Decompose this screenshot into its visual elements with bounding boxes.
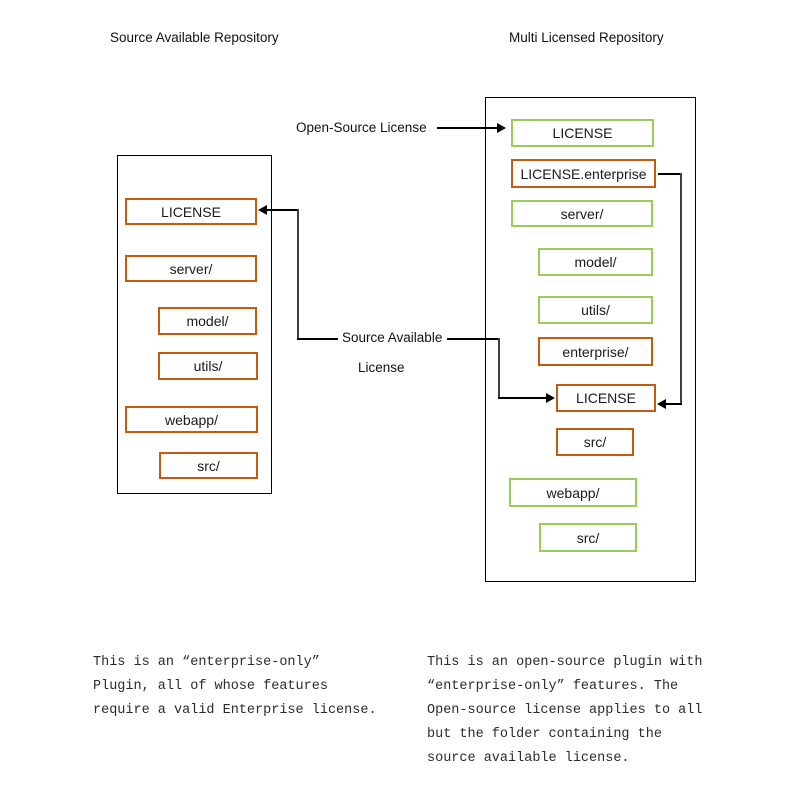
source-available-line-seg3	[297, 338, 338, 340]
source-available-label-line1: Source Available	[342, 330, 443, 345]
right-folder-model: model/	[538, 248, 653, 276]
right-note-line: Open-source license applies to all	[427, 703, 703, 718]
left-folder-src: src/	[159, 452, 258, 479]
right-folder-src-enterprise: src/	[556, 428, 634, 456]
left-repo-outline	[117, 155, 272, 494]
right-file-license-enterprise: LICENSE.enterprise	[511, 159, 656, 188]
right-note-line: but the folder containing the	[427, 727, 662, 742]
left-note-line: This is an “enterprise-only”	[93, 655, 320, 670]
right-file-license-sourceavailable: LICENSE	[556, 384, 656, 412]
arrowhead-right-icon	[546, 393, 555, 403]
right-note: This is an open-source plugin with “ente…	[427, 651, 702, 771]
right-note-line: “enterprise-only” features. The	[427, 679, 679, 694]
enterprise-line-seg1	[658, 173, 682, 175]
right-note-line: source available license.	[427, 751, 630, 766]
left-note: This is an “enterprise-only” Plugin, all…	[93, 651, 377, 723]
open-source-arrow-line	[437, 127, 498, 129]
arrowhead-left-icon	[258, 205, 267, 215]
arrowhead-left-icon	[657, 399, 666, 409]
left-note-line: require a valid Enterprise license.	[93, 703, 377, 718]
source-available-label-line2: License	[358, 360, 405, 375]
left-file-license: LICENSE	[125, 198, 257, 225]
left-note-line: Plugin, all of whose features	[93, 679, 328, 694]
right-folder-server: server/	[511, 200, 653, 227]
enterprise-line-seg3	[666, 403, 682, 405]
right-folder-webapp: webapp/	[509, 478, 637, 507]
source-available-line-seg1	[267, 209, 299, 211]
open-source-license-label: Open-Source License	[296, 120, 427, 135]
source-available-line-seg2	[297, 209, 299, 340]
enterprise-line-seg2	[680, 173, 682, 405]
source-available-line-seg6	[498, 397, 547, 399]
left-folder-utils: utils/	[158, 352, 258, 380]
right-folder-enterprise: enterprise/	[538, 337, 653, 366]
left-folder-model: model/	[158, 307, 257, 335]
left-repo-title: Source Available Repository	[110, 30, 279, 45]
source-available-line-seg4	[447, 338, 500, 340]
left-folder-webapp: webapp/	[125, 406, 258, 433]
left-folder-server: server/	[125, 255, 257, 282]
right-repo-title: Multi Licensed Repository	[509, 30, 664, 45]
right-note-line: This is an open-source plugin with	[427, 655, 703, 670]
arrowhead-right-icon	[497, 123, 506, 133]
right-folder-utils: utils/	[538, 296, 653, 324]
right-file-license-open: LICENSE	[511, 119, 654, 147]
right-folder-src: src/	[539, 523, 637, 552]
source-available-line-seg5	[498, 338, 500, 399]
